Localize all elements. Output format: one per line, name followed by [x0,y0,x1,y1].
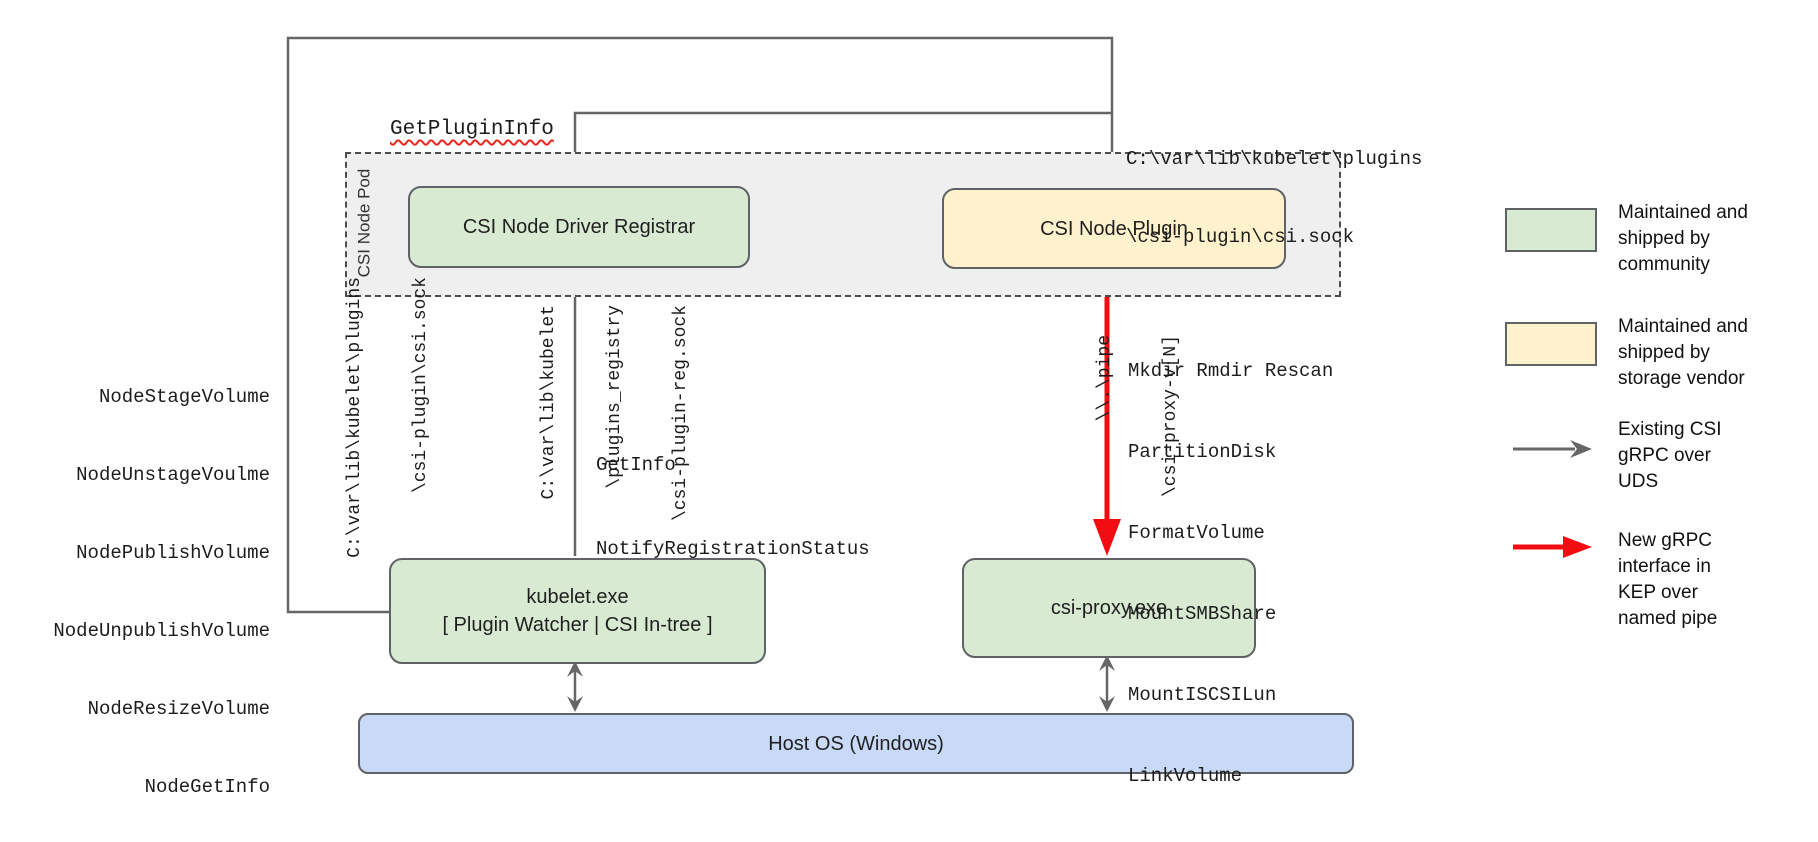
legend-line: named pipe [1618,608,1718,629]
legend-community-swatch [1505,208,1597,252]
proxy-call-item: FormatVolume [1128,522,1265,544]
named-pipe-line1: \\.\pipe [1095,335,1115,422]
proxy-call-item: Mkdir Rmdir Rescan [1128,360,1334,382]
legend-existing-grpc-text: Existing CSI gRPC over UDS [1618,417,1721,495]
kubelet-box: kubelet.exe [ Plugin Watcher | CSI In-tr… [389,558,766,664]
plugin-label: CSI Node Plugin [1040,217,1188,240]
proxy-call-item: LinkVolume [1128,765,1243,787]
legend-line: KEP over [1618,582,1698,603]
csi-sock-vertical-line1: C:\var\lib\kubelet\plugins [345,277,365,558]
kubelet-to-plugin-connector [286,36,1114,614]
kubelet-label-line1: kubelet.exe [526,586,629,608]
csi-sock-path-vertical-label: C:\var\lib\kubelet\plugins \csi-plugin\c… [300,277,431,567]
proxy-call-item: MountSMBShare [1128,603,1277,625]
csi-sock-path-line2: \csi-plugin\csi.sock [1126,226,1355,248]
proxy-host-up-arrowhead-icon [1099,655,1115,671]
registration-path-line3: \csi-plugin-reg.sock [671,305,691,522]
registration-sock-path-label: C:\var\lib\kubelet \plugins_registry \cs… [494,305,691,535]
csi-sock-path-line1: C:\var\lib\kubelet\plugins [1126,148,1423,170]
csi-node-driver-registrar-box: CSI Node Driver Registrar [408,186,750,268]
host-os-box: Host OS (Windows) [358,713,1354,774]
legend-new-grpc-text: New gRPC interface in KEP over named pip… [1618,528,1717,632]
csi-call-item: NodeUnpublishVolume [53,620,270,642]
legend-line: UDS [1618,471,1659,492]
csi-call-item: NodePublishVolume [76,542,270,564]
legend-line: community [1618,254,1710,275]
registrar-label: CSI Node Driver Registrar [462,216,696,238]
red-arrowhead-icon [1093,519,1121,556]
legend-gray-arrowhead-icon [1570,440,1592,458]
legend-line: Maintained and [1618,202,1748,223]
legend-vendor-text: Maintained and shipped by storage vendor [1618,314,1748,392]
csi-node-plugin-box: CSI Node Plugin [942,188,1286,269]
proxy-host-down-arrowhead-icon [1099,696,1115,712]
csi-node-pod-label-wrap: CSI Node Pod [347,152,381,293]
csi-sock-vertical-line2: \csi-plugin\csi.sock [411,277,431,494]
legend-line: Existing CSI [1618,419,1722,440]
csi-proxy-calls-list: Mkdir Rmdir Rescan PartitionDisk FormatV… [1128,304,1333,842]
named-pipe-path-label: \\.\pipe \csi-proxy-v[N] [1050,335,1181,505]
legend-community-text: Maintained and shipped by community [1618,200,1748,278]
csi-proxy-label: csi-proxy.exe [1050,597,1168,619]
kubelet-csi-calls-list: NodeStageVolume NodeUnstageVoulme NodePu… [20,332,270,842]
legend-line: New gRPC [1618,530,1712,551]
csi-proxy-box: csi-proxy.exe [962,558,1256,658]
host-os-label: Host OS (Windows) [768,732,944,755]
legend-line: shipped by [1618,228,1710,249]
proxy-call-item: MountISCSILun [1128,684,1277,706]
legend-line: interface in [1618,556,1711,577]
kubelet-label-line2: [ Plugin Watcher | CSI In-tree ] [442,614,713,636]
csi-call-item: NodeResizeVolume [87,698,270,720]
kubelet-host-down-arrowhead-icon [567,696,583,712]
kubelet-host-up-arrowhead-icon [567,661,583,677]
legend-line: Maintained and [1618,316,1748,337]
legend-line: shipped by [1618,342,1710,363]
csi-call-item: NodeUnstageVoulme [76,464,270,486]
registration-call-item: NotifyRegistrationStatus [596,538,870,560]
getplugininfo-label: GetPluginInfo [390,118,554,141]
legend-line: gRPC over [1618,445,1711,466]
legend-red-arrowhead-icon [1563,536,1592,558]
legend-line: storage vendor [1618,368,1745,389]
registration-path-line1: C:\var\lib\kubelet [539,305,559,500]
registration-call-item: GetInfo [596,454,676,476]
csi-call-item: NodeStageVolume [98,386,270,408]
csi-call-item: NodeGetInfo [144,776,270,798]
registration-path-line2: \plugins_registry [605,305,625,489]
proxy-call-item: PartitionDisk [1128,441,1277,463]
named-pipe-line2: \csi-proxy-v[N] [1161,335,1181,498]
legend-vendor-swatch [1505,322,1597,366]
csi-sock-path-label: C:\var\lib\kubelet\plugins \csi-plugin\c… [1126,94,1422,302]
csi-node-pod-label: CSI Node Pod [354,168,373,277]
registration-calls-label: GetInfo NotifyRegistrationStatus [596,395,870,619]
